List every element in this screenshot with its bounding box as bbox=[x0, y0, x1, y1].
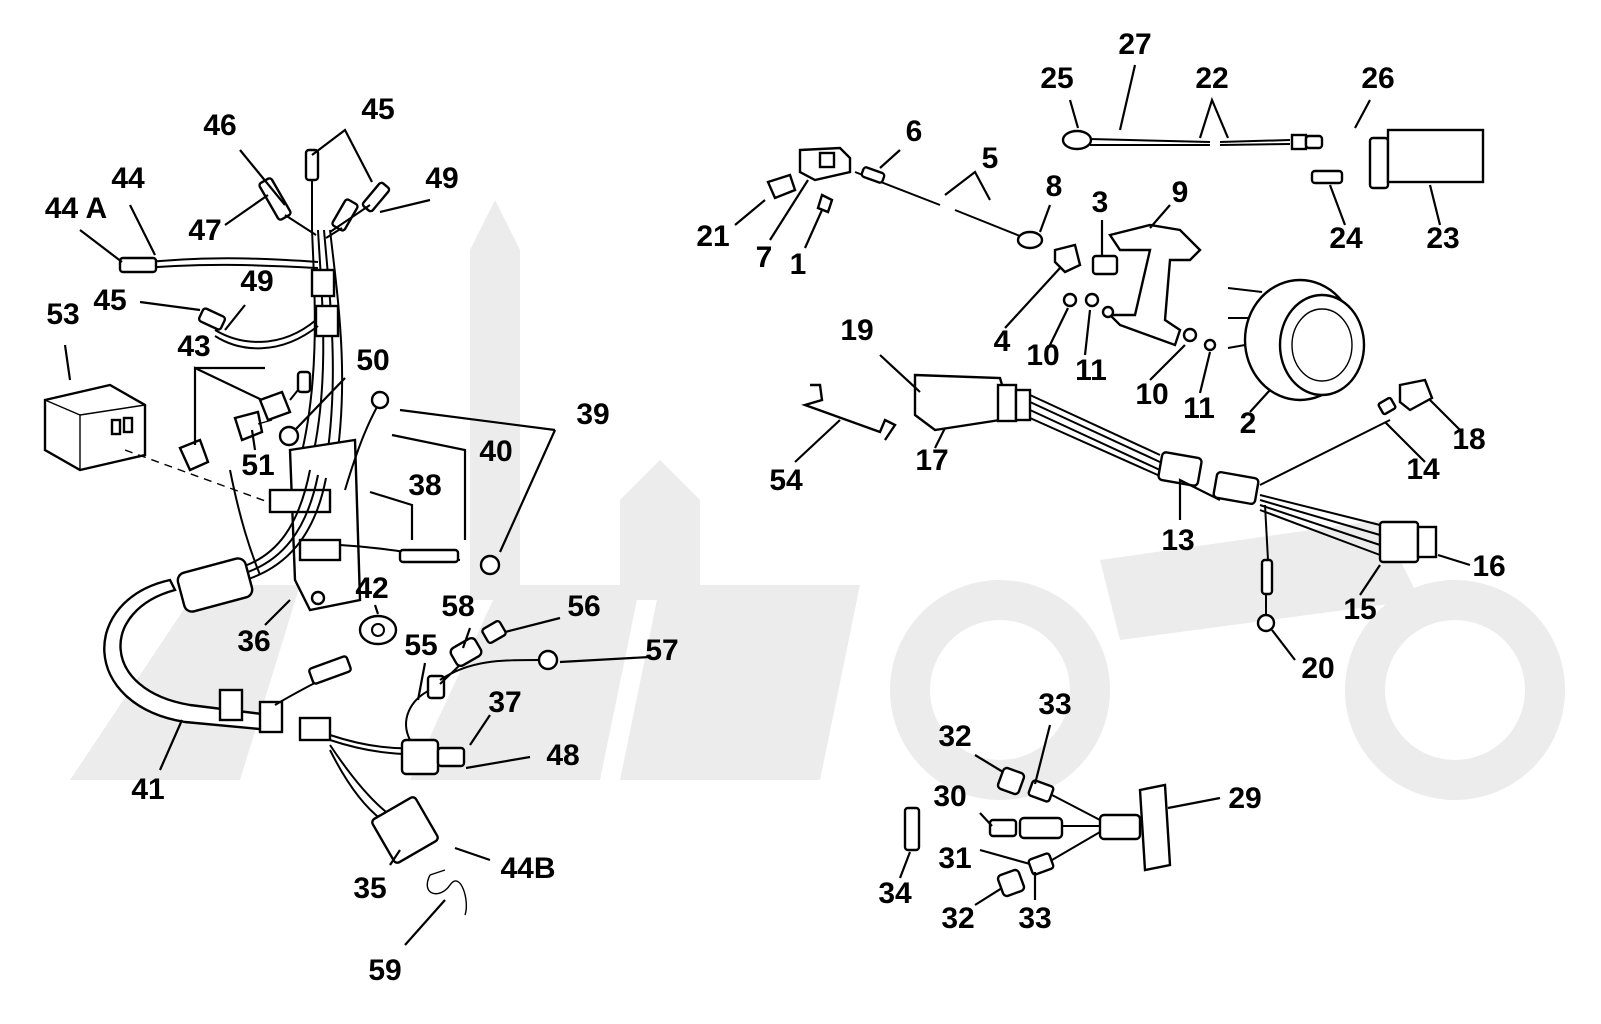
label-14: 14 bbox=[1406, 453, 1440, 486]
label-35: 35 bbox=[353, 872, 386, 905]
switch-29 bbox=[903, 766, 1172, 898]
callout-labels: 1 2 3 4 5 6 7 8 9 10 10 11 11 13 14 15 1… bbox=[45, 28, 1506, 987]
label-18: 18 bbox=[1452, 423, 1485, 456]
label-33b: 33 bbox=[1018, 902, 1051, 935]
gauge-bracket bbox=[1053, 223, 1217, 352]
label-57: 57 bbox=[645, 634, 678, 667]
label-42: 42 bbox=[355, 572, 388, 605]
label-27: 27 bbox=[1118, 28, 1151, 61]
label-48: 48 bbox=[546, 739, 579, 772]
left-harness-assembly bbox=[43, 128, 651, 946]
label-23: 23 bbox=[1426, 222, 1459, 255]
label-25: 25 bbox=[1040, 62, 1073, 95]
label-49b: 49 bbox=[240, 265, 273, 298]
label-49a: 49 bbox=[425, 162, 458, 195]
label-20: 20 bbox=[1301, 652, 1334, 685]
label-33a: 33 bbox=[1038, 688, 1071, 721]
label-11a: 11 bbox=[1075, 354, 1107, 387]
label-50: 50 bbox=[356, 344, 389, 377]
label-38: 38 bbox=[408, 469, 441, 502]
label-30: 30 bbox=[933, 780, 966, 813]
label-10a: 10 bbox=[1026, 339, 1059, 372]
label-21: 21 bbox=[696, 220, 729, 253]
right-gauge-assembly bbox=[734, 64, 1485, 906]
label-44b: 44B bbox=[500, 852, 555, 885]
sender-cable bbox=[1061, 128, 1485, 190]
label-2: 2 bbox=[1240, 407, 1257, 440]
label-4: 4 bbox=[994, 325, 1011, 358]
label-56: 56 bbox=[567, 590, 600, 623]
label-16: 16 bbox=[1472, 550, 1505, 583]
label-26: 26 bbox=[1361, 62, 1394, 95]
harness-bracket bbox=[176, 370, 501, 613]
label-32b: 32 bbox=[941, 902, 974, 935]
label-24: 24 bbox=[1329, 222, 1363, 255]
label-5: 5 bbox=[982, 142, 999, 175]
label-22: 22 bbox=[1195, 62, 1228, 95]
label-41: 41 bbox=[131, 773, 164, 806]
label-8: 8 bbox=[1046, 170, 1063, 203]
watermark-logo bbox=[70, 200, 1565, 800]
label-47: 47 bbox=[188, 214, 221, 247]
label-29: 29 bbox=[1228, 782, 1261, 815]
label-39: 39 bbox=[576, 398, 609, 431]
label-53: 53 bbox=[46, 298, 79, 331]
label-11b: 11 bbox=[1183, 392, 1215, 425]
label-17: 17 bbox=[915, 444, 948, 477]
label-7: 7 bbox=[756, 241, 773, 274]
label-46: 46 bbox=[203, 109, 236, 142]
label-51: 51 bbox=[241, 449, 274, 482]
label-44a: 44 A bbox=[45, 192, 107, 225]
gauge-2 bbox=[1227, 278, 1366, 402]
label-43: 43 bbox=[177, 330, 210, 363]
lower-harness bbox=[103, 578, 559, 916]
label-32a: 32 bbox=[938, 720, 971, 753]
clip-54 bbox=[801, 383, 897, 441]
label-36: 36 bbox=[237, 625, 270, 658]
label-45b: 45 bbox=[93, 284, 126, 317]
label-19: 19 bbox=[840, 314, 873, 347]
label-54: 54 bbox=[769, 464, 803, 497]
label-9: 9 bbox=[1172, 176, 1189, 209]
label-55: 55 bbox=[404, 629, 437, 662]
top-terminals bbox=[258, 148, 391, 239]
main-harness bbox=[118, 229, 344, 471]
leaders-right bbox=[734, 64, 1471, 906]
label-10b: 10 bbox=[1135, 378, 1168, 411]
label-45a: 45 bbox=[361, 93, 394, 126]
label-1: 1 bbox=[790, 248, 807, 281]
label-59: 59 bbox=[368, 954, 401, 987]
gauge-harness bbox=[913, 373, 1438, 633]
label-3: 3 bbox=[1092, 186, 1109, 219]
label-6: 6 bbox=[906, 115, 923, 148]
label-44: 44 bbox=[111, 162, 145, 195]
label-37: 37 bbox=[488, 686, 521, 719]
leaders-left bbox=[63, 128, 651, 946]
label-13: 13 bbox=[1161, 524, 1194, 557]
label-40: 40 bbox=[479, 435, 512, 468]
label-15: 15 bbox=[1343, 593, 1376, 626]
relay-53 bbox=[43, 383, 291, 511]
label-31: 31 bbox=[938, 842, 971, 875]
label-58: 58 bbox=[441, 590, 474, 623]
switch-top bbox=[766, 146, 1044, 250]
label-34: 34 bbox=[878, 877, 912, 910]
